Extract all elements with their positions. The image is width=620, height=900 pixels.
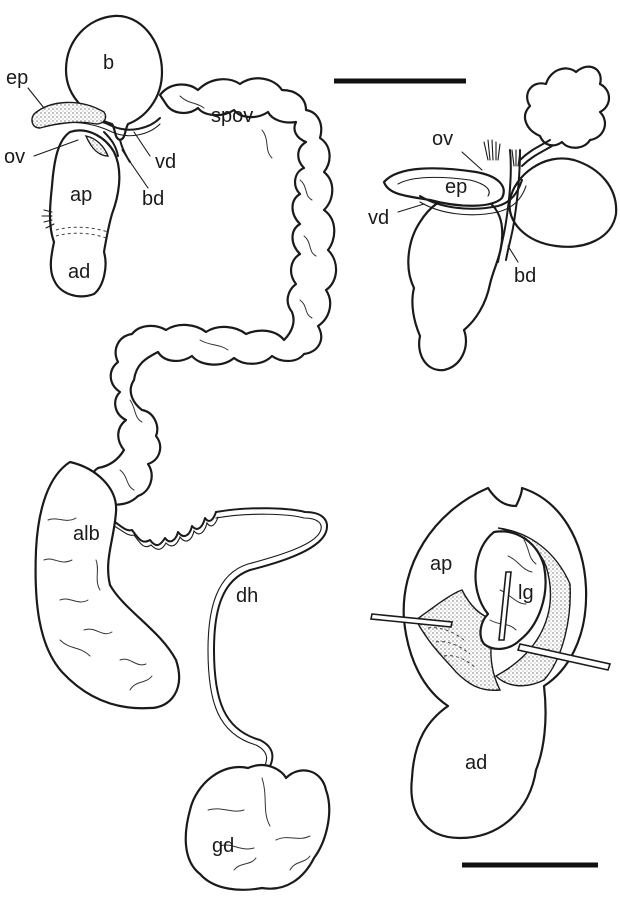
albumen-gland bbox=[36, 462, 180, 708]
inset1-label-bd: bd bbox=[514, 265, 536, 287]
inset1-label-ov: ov bbox=[432, 128, 453, 150]
label-alb: alb bbox=[73, 523, 100, 545]
inset1-retractor bbox=[484, 140, 500, 160]
label-gd: gd bbox=[212, 835, 234, 857]
inset-genitalia-detail bbox=[384, 67, 616, 371]
hermaphroditic-duct-coil-inner bbox=[114, 517, 218, 549]
label-ov: ov bbox=[4, 146, 25, 168]
hermaphroditic-duct-coil bbox=[112, 512, 216, 545]
inset1-spermoviduct-stub bbox=[525, 67, 609, 148]
spermoviduct bbox=[91, 78, 336, 504]
hermaphroditic-duct-inner bbox=[208, 514, 321, 770]
inset-atrium-opened bbox=[371, 488, 610, 838]
inset1-label-ep: ep bbox=[445, 176, 467, 198]
label-spov: spov bbox=[211, 105, 253, 127]
inset1-atrium bbox=[408, 195, 502, 371]
inset2-label-ap: ap bbox=[430, 553, 452, 575]
label-dh: dh bbox=[236, 585, 258, 607]
label-ep: ep bbox=[6, 67, 28, 89]
label-ad: ad bbox=[68, 261, 90, 283]
inset1-bursa bbox=[509, 158, 616, 246]
inset2-label-ad: ad bbox=[465, 752, 487, 774]
inset2-label-lg: lg bbox=[518, 582, 534, 604]
label-ap: ap bbox=[70, 184, 92, 206]
label-bd: bd bbox=[142, 188, 164, 210]
gonad bbox=[186, 765, 329, 890]
inset1-retractor-2 bbox=[512, 150, 520, 166]
inset1-label-vd: vd bbox=[368, 207, 389, 229]
label-b: b bbox=[103, 52, 114, 74]
label-vd: vd bbox=[155, 151, 176, 173]
main-drawing bbox=[32, 16, 336, 890]
